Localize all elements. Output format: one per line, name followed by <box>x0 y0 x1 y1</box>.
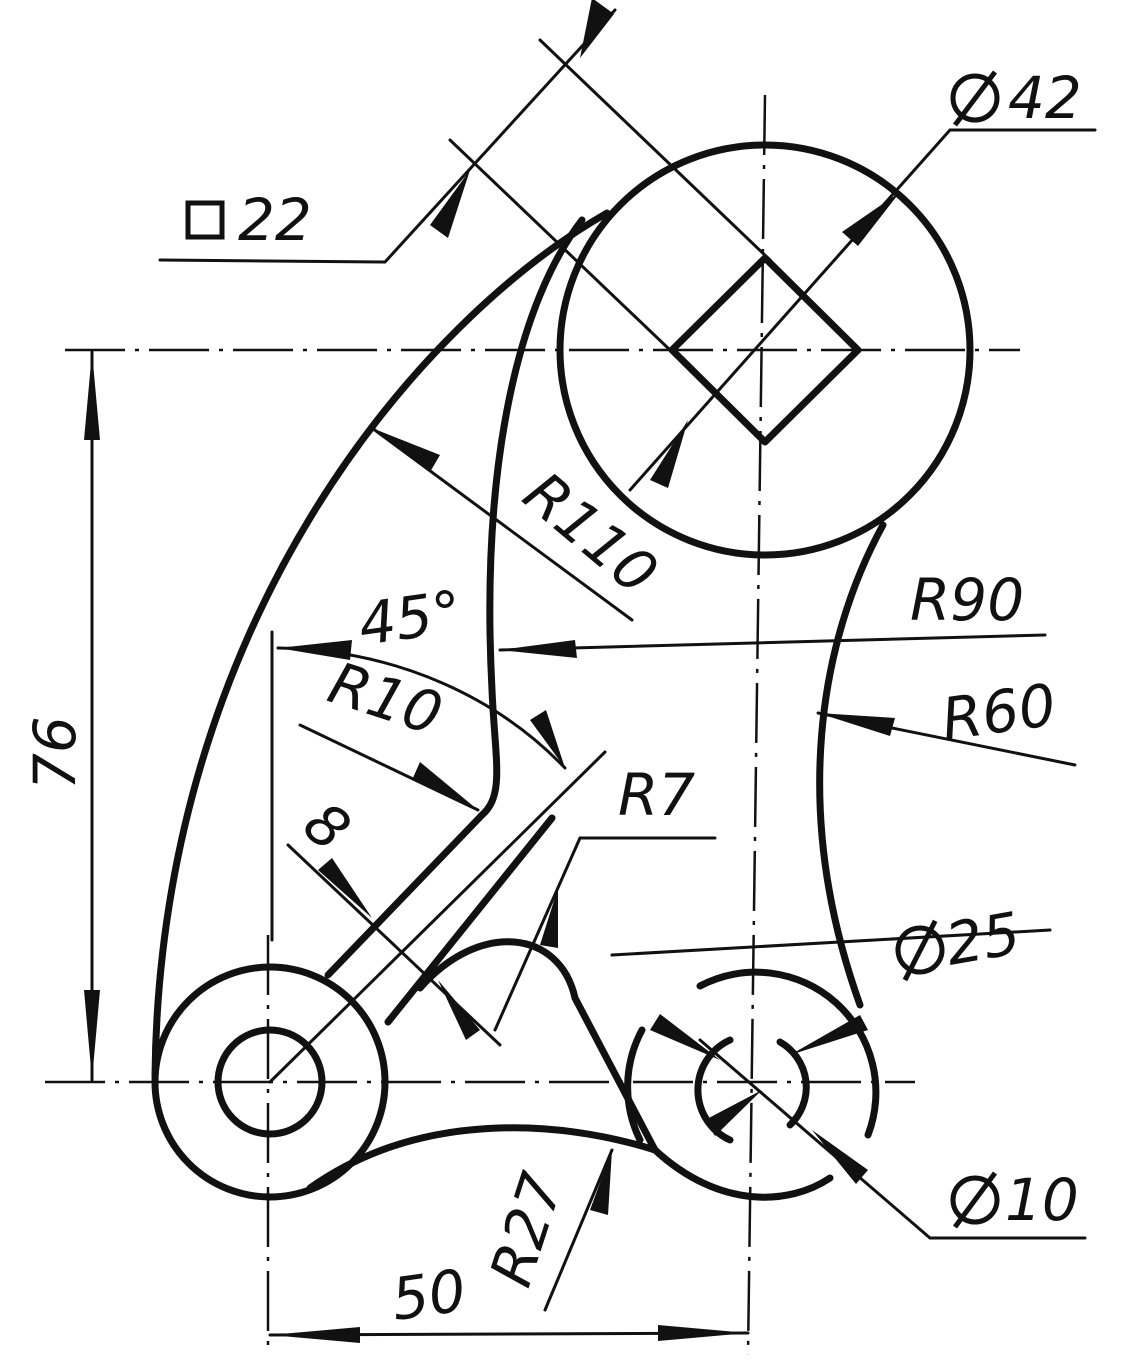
extension-square-b <box>448 138 672 352</box>
right-boss-arc-top <box>696 968 880 1139</box>
arrow-dia-10-a <box>705 1090 762 1136</box>
label-r60: R60 <box>937 671 1059 754</box>
arrow-r60 <box>818 713 895 736</box>
leader-square-22-diag <box>383 8 617 264</box>
arrow-dia-10-b <box>812 1130 868 1184</box>
square-symbol-icon <box>185 200 225 240</box>
arrow-angle-left <box>278 640 352 660</box>
label-height-76: 76 <box>21 716 89 790</box>
label-r10: R10 <box>321 649 451 749</box>
square-hole <box>668 254 862 446</box>
leader-r90 <box>498 633 1047 652</box>
arrow-50-right <box>658 1325 748 1341</box>
label-r110: R110 <box>511 459 670 608</box>
arrow-angle-right <box>530 710 565 768</box>
arrow-dia-25-right <box>790 1015 868 1055</box>
diameter-symbol-icon <box>950 1171 1000 1229</box>
arrow-r110 <box>372 428 440 472</box>
arrow-8-bottom <box>438 980 480 1040</box>
right-hole-arc-right <box>776 1038 810 1129</box>
bump-arc-r7 <box>416 938 659 1154</box>
leader-dia-25 <box>610 928 1052 957</box>
arrow-square-bottom <box>430 170 470 238</box>
label-dia-25: 25 <box>941 899 1025 979</box>
arrow-r10 <box>412 762 478 810</box>
label-width-8: 8 <box>291 789 363 865</box>
large-boss-circle <box>556 141 974 559</box>
bottom-arc-r27 <box>306 1124 834 1201</box>
arrow-50-left <box>270 1327 360 1343</box>
leader-width-8 <box>286 843 502 1047</box>
arrow-square-top <box>580 0 614 58</box>
label-dia-42: 42 <box>1008 64 1082 132</box>
arrow-76-top <box>84 352 100 440</box>
diameter-symbol-icon <box>950 70 1000 127</box>
arrow-r7 <box>540 888 558 948</box>
leader-r7-diag <box>493 836 582 1032</box>
arrow-76-bottom <box>84 990 100 1080</box>
arrow-dia-42-inner <box>650 420 688 488</box>
slot-upper-edge <box>324 811 486 979</box>
leader-square-22 <box>158 258 387 264</box>
leader-dia-10 <box>698 1038 932 1240</box>
arrow-dia-25-left <box>650 1014 720 1060</box>
arrow-r27 <box>590 1150 612 1215</box>
arrowheads <box>84 0 900 1343</box>
right-arc-r60 <box>816 521 887 1009</box>
outer-left-arc-r110 <box>151 209 611 1079</box>
diameter-symbol-icon <box>895 919 945 982</box>
arrow-8-top <box>318 858 372 918</box>
arrow-r90 <box>500 640 577 658</box>
label-dia-10: 10 <box>1005 1166 1079 1234</box>
extension-square-a <box>538 38 772 262</box>
dimension-labels: 22 42 R110 R90 R60 45° R10 R7 8 25 10 R2… <box>21 64 1082 1334</box>
left-hole-circle <box>214 1026 326 1138</box>
right-boss-arc-left <box>624 1026 646 1144</box>
part-outline <box>151 141 974 1201</box>
label-r7: R7 <box>618 761 695 829</box>
label-r90: R90 <box>910 566 1024 634</box>
label-r27: R27 <box>477 1165 577 1295</box>
arrow-dia-42 <box>842 192 900 246</box>
slot-lower-edge <box>384 814 556 1026</box>
label-angle-45: 45° <box>354 577 465 659</box>
left-boss-outer <box>151 963 389 1201</box>
label-square-22: 22 <box>238 186 312 254</box>
label-width-50: 50 <box>387 1256 470 1334</box>
center-line-right-vertical <box>746 94 767 1356</box>
slot-center-line <box>268 750 607 1084</box>
leader-r27 <box>543 1148 614 1312</box>
inner-arc-r90 <box>478 216 586 819</box>
